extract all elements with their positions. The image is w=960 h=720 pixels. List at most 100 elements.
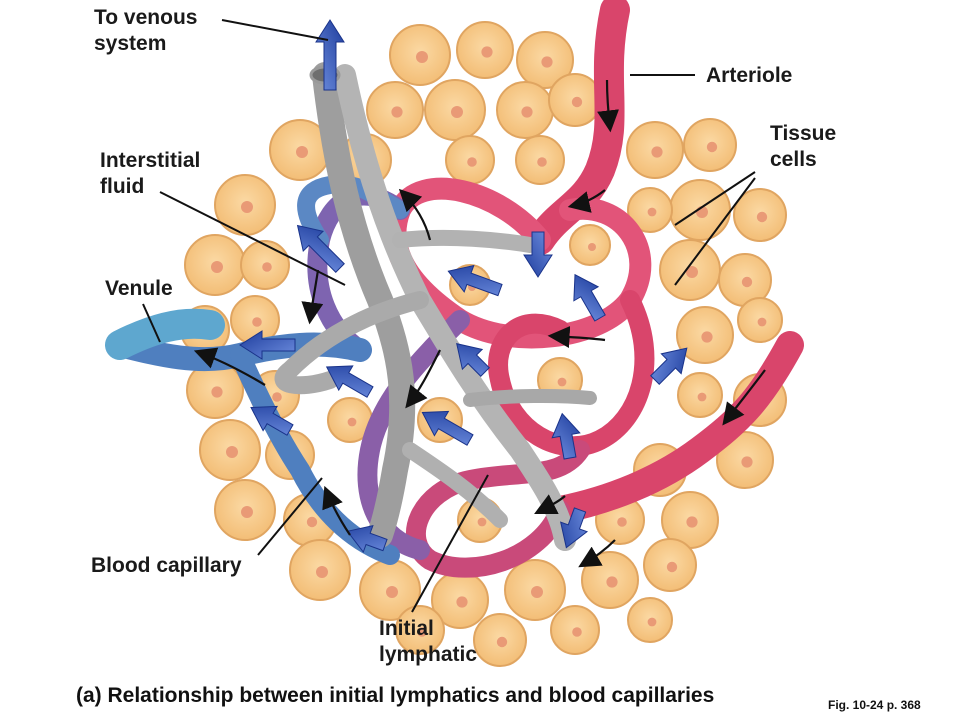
cell-nucleus (541, 56, 553, 68)
figure-reference: Fig. 10-24 p. 368 (828, 698, 921, 712)
leader-tissue-b (674, 177, 756, 286)
blood-flow-arrow (597, 79, 619, 133)
blood-flow-arrow (301, 269, 324, 325)
cell-nucleus (617, 517, 627, 527)
cell-nucleus (521, 106, 533, 118)
blood-flow-arrow (405, 349, 441, 409)
fluid-flow-arrow (325, 365, 374, 398)
cell-nucleus (686, 266, 698, 278)
label-interstitial-line2: fluid (100, 175, 145, 199)
leader-tissue-a (674, 171, 756, 226)
blood-flow-arrows (193, 79, 766, 568)
fluid-flow-arrow (250, 405, 294, 436)
cell-nucleus (252, 317, 262, 327)
fluid-flow-arrow (421, 410, 474, 446)
cell-nucleus (647, 617, 657, 627)
fluid-flow-arrow (315, 19, 345, 91)
fluid-flow-arrow (650, 347, 688, 385)
label-arteriole: Arteriole (706, 64, 793, 87)
fluid-flow-arrow (573, 273, 606, 322)
label-interstitial-fluid: Interstitial fluid (100, 148, 200, 201)
cell-nucleus (456, 596, 468, 608)
cell-nucleus (666, 561, 678, 573)
label-to-venous-line2: system (94, 32, 167, 56)
fluid-flow-arrow (239, 330, 296, 360)
cell-nucleus (697, 392, 707, 402)
label-to-venous-line1: To venous (94, 6, 198, 29)
blood-flow-arrow (578, 539, 616, 568)
fluid-flow-arrow (560, 507, 589, 549)
label-to-venous-system: To venous system (94, 5, 197, 58)
cell-nucleus (226, 446, 238, 458)
label-venule: Venule (105, 277, 173, 300)
cell-nucleus (241, 201, 253, 213)
cell-nucleus (741, 456, 753, 468)
leader-venule (142, 303, 161, 343)
label-tissue-line2: cells (770, 148, 817, 172)
cell-nucleus (571, 96, 583, 108)
label-initial-line1: Initial (379, 617, 434, 640)
fluid-flow-arrows (239, 19, 688, 554)
blood-flow-arrow (398, 188, 432, 241)
blood-flow-arrow (722, 369, 766, 426)
cell-nucleus (477, 517, 487, 527)
cell-nucleus (347, 417, 357, 427)
cell-nucleus (262, 262, 272, 272)
cell-nucleus (391, 106, 403, 118)
cell-nucleus (572, 627, 582, 637)
figure-caption: (a) Relationship between initial lymphat… (76, 684, 715, 707)
blood-flow-arrow (193, 347, 266, 386)
cell-nucleus (272, 392, 282, 402)
label-blood-capillary: Blood capillary (91, 554, 242, 577)
blood-flow-arrow (534, 494, 566, 514)
arterial-capillary-loop (488, 290, 655, 457)
cell-nucleus (706, 141, 718, 153)
cell-nucleus (451, 106, 463, 118)
cell-nucleus (651, 146, 663, 158)
cell-nucleus (531, 586, 543, 598)
leader-interstitial (159, 191, 346, 286)
label-initial-lymphatic: Initial lymphatic (379, 616, 477, 669)
cell-nucleus (741, 276, 753, 288)
cell-nucleus (757, 317, 767, 327)
label-tissue-line1: Tissue (770, 122, 837, 145)
cell-nucleus (756, 211, 768, 223)
fluid-flow-arrow (551, 412, 581, 460)
cell-nucleus (481, 46, 493, 58)
label-interstitial-line1: Interstitial (100, 149, 201, 172)
cell-nucleus (557, 377, 567, 387)
arteriole-lower-vessel (546, 331, 804, 524)
label-tissue-cells: Tissue cells (770, 121, 836, 174)
cell-nucleus (241, 506, 253, 518)
cell-nucleus (647, 207, 657, 217)
cell-nucleus (686, 516, 698, 528)
fluid-flow-arrow (447, 264, 503, 297)
cell-nucleus (588, 243, 596, 251)
label-initial-line2: lymphatic (379, 643, 478, 667)
cell-nucleus (211, 261, 223, 273)
leader-to-venous (221, 19, 329, 41)
cell-nucleus (537, 157, 547, 167)
leader-initial-lymphatic (411, 474, 489, 613)
cell-nucleus (467, 157, 477, 167)
blood-flow-arrow (567, 189, 606, 213)
cell-nucleus (296, 146, 308, 158)
fluid-flow-arrow (456, 343, 490, 377)
cell-nucleus (316, 566, 328, 578)
fluid-flow-arrow (346, 525, 388, 554)
fluid-flow-arrow (296, 224, 345, 273)
cell-nucleus (386, 586, 398, 598)
blood-flow-arrow (547, 325, 606, 348)
cell-nucleus (306, 516, 318, 528)
cell-nucleus (701, 331, 713, 343)
cell-nucleus (417, 627, 427, 637)
blood-flow-arrow (322, 485, 351, 536)
cell-nucleus (416, 51, 428, 63)
fluid-flow-arrow (523, 231, 553, 278)
cell-nucleus (496, 636, 508, 648)
venule-vessel (105, 308, 225, 360)
leader-blood-capillary (257, 477, 323, 556)
initial-lymphatic (274, 62, 597, 551)
cell-nucleus (211, 386, 223, 398)
